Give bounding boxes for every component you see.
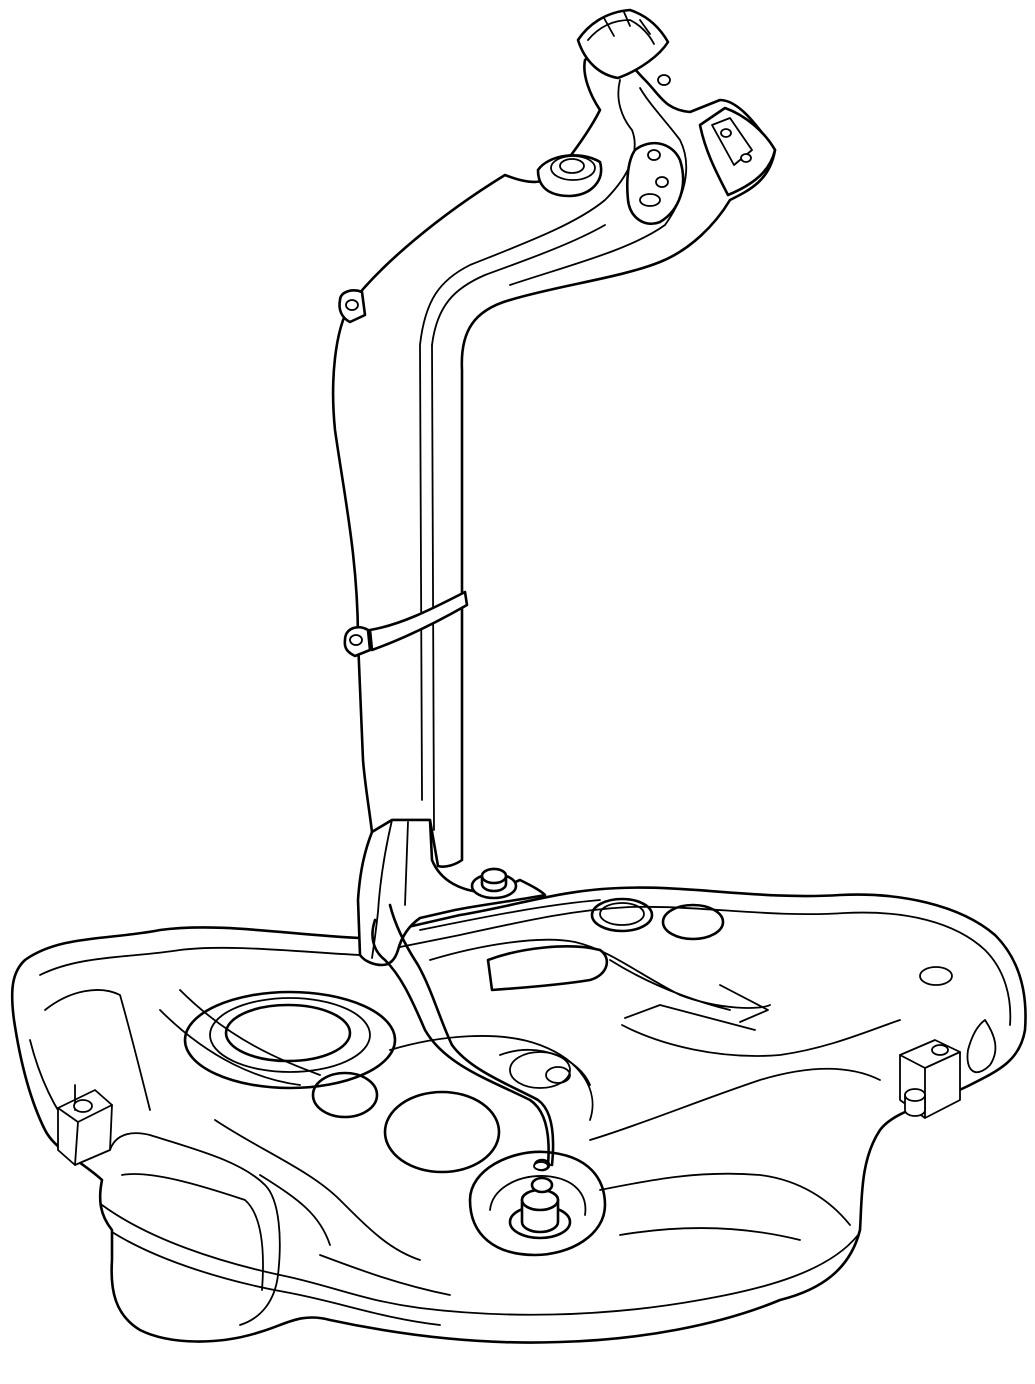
- neck-bracket: [698, 106, 777, 197]
- tank-outline: [10, 886, 1027, 1344]
- tank-left-block-inner: [121, 1173, 264, 1291]
- tank-right-end: [966, 1019, 997, 1074]
- tank-right-ridges: [589, 984, 901, 1141]
- tank-left-block: [109, 1132, 281, 1326]
- tank-top-rim: [39, 905, 1012, 1026]
- neck-strap: [368, 590, 469, 652]
- tank-top-ring: [590, 897, 654, 933]
- filler-neck: [331, 8, 777, 868]
- tank-flange-lower: [111, 1231, 441, 1326]
- fuel-connector: [508, 1158, 572, 1240]
- tank-flange: [101, 1204, 859, 1316]
- vent-valve: [470, 867, 518, 900]
- filler-cap: [576, 8, 670, 80]
- tank-plateau: [419, 899, 771, 1011]
- pump-opening: [183, 990, 397, 1090]
- vent-line-outer: [371, 918, 550, 1167]
- right-mount-bracket: [899, 1039, 961, 1119]
- fuel-tank: [10, 886, 1027, 1344]
- neck-grommet: [536, 154, 603, 198]
- tank-top-hole: [661, 903, 725, 941]
- tank-circle-small: [311, 1071, 379, 1119]
- tank-circle-large: [383, 1090, 501, 1174]
- tank-sump: [468, 1150, 607, 1257]
- tank-rib: [486, 945, 609, 992]
- tank-recess: [509, 1051, 571, 1089]
- neck-bolt-hole: [657, 74, 671, 86]
- vent-hose: [356, 818, 555, 1171]
- vent-line-inner: [388, 903, 555, 1167]
- left-mount-bracket: [57, 1084, 113, 1166]
- tank-right-dimple: [919, 966, 953, 986]
- neck-boss: [625, 141, 685, 225]
